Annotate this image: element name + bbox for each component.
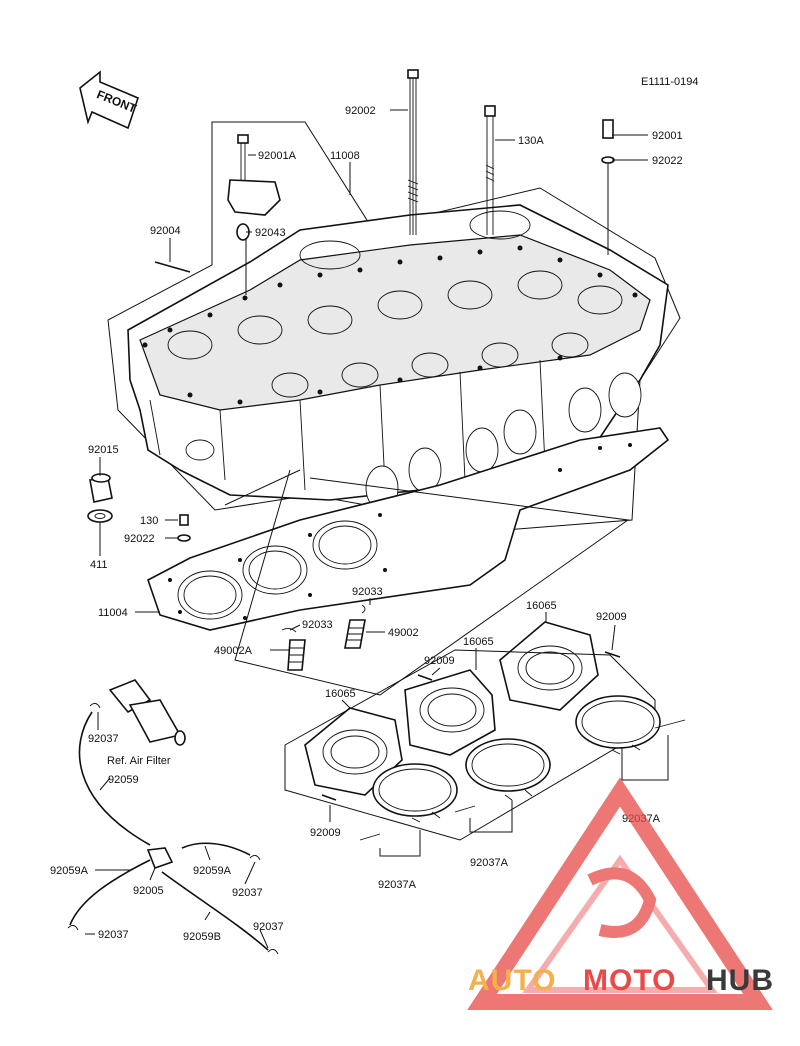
bracket-92037A-b [469, 800, 513, 833]
bolt-92001A [227, 134, 281, 241]
label-92009-c: 92009 [310, 827, 341, 839]
watermark-logo [467, 777, 773, 1010]
part-labels: 92002 130A 92001 92022 92001A 11008 9200… [50, 105, 683, 943]
label-92022-top: 92022 [652, 155, 683, 167]
watermark-moto: MOTO [583, 964, 676, 997]
screw-92009-b [604, 651, 621, 658]
diagram-code: E1111-0194 [641, 76, 699, 88]
cylinder-head [127, 204, 669, 511]
label-92059: 92059 [108, 774, 139, 786]
oil-plug-92015 [87, 473, 113, 523]
clamp-3 [575, 695, 686, 755]
stud-92002 [407, 69, 419, 235]
air-filter-valve [108, 679, 186, 746]
label-11008: 11008 [330, 150, 360, 162]
label-92002: 92002 [345, 105, 376, 117]
gasket-zone-lines [224, 469, 630, 696]
watermark-text: AUTO MOTO HUB [468, 964, 774, 997]
valve-guide-49002A [281, 627, 306, 671]
intake-holder-3 [499, 621, 599, 711]
label-92059A-b: 92059A [193, 865, 232, 877]
label-92037A-b: 92037A [470, 857, 509, 869]
label-92001A: 92001A [258, 150, 297, 162]
label-11004: 11004 [98, 607, 128, 619]
watermark-hub: HUB [706, 964, 774, 997]
valve-guide-49002 [344, 604, 366, 649]
clamp-2 [454, 738, 551, 813]
label-92004: 92004 [150, 225, 181, 237]
bolt-92001 [601, 119, 615, 255]
label-92005: 92005 [133, 885, 164, 897]
label-92009-b: 92009 [596, 611, 627, 623]
label-92037-c: 92037 [253, 921, 284, 933]
label-92015: 92015 [88, 444, 119, 456]
label-130A: 130A [518, 135, 544, 147]
bracket-92037A-a [379, 830, 421, 857]
label-air-filter-ref: Ref. Air Filter [107, 755, 171, 767]
stud-92004 [154, 261, 191, 273]
label-92037A-a: 92037A [378, 879, 417, 891]
label-49002A: 49002A [214, 645, 253, 657]
clamp-1 [359, 763, 458, 841]
screw-92009-a [417, 674, 433, 681]
label-92022-mid: 92022 [124, 533, 155, 545]
label-92037-d: 92037 [98, 929, 129, 941]
clip-icons [67, 703, 279, 955]
intake-holder-2 [404, 669, 496, 756]
label-16065-b: 16065 [463, 636, 494, 648]
label-92059B: 92059B [183, 931, 221, 943]
label-92001: 92001 [652, 130, 683, 142]
label-49002: 49002 [388, 627, 419, 639]
watermark-auto: AUTO [468, 964, 556, 997]
label-92033-b: 92033 [302, 619, 333, 631]
intake-holder-1 [304, 707, 403, 796]
screw-92009-c [321, 794, 337, 801]
joint-92005 [146, 847, 174, 870]
bolt-130A [484, 105, 496, 235]
label-92043: 92043 [255, 227, 286, 239]
label-92037-b: 92037 [232, 887, 263, 899]
front-arrow-icon: FRONT [79, 70, 139, 130]
label-16065-c: 16065 [526, 600, 557, 612]
label-92037-a: 92037 [88, 733, 119, 745]
label-92033-a: 92033 [352, 586, 383, 598]
label-16065-a: 16065 [325, 688, 356, 700]
leader-lines [85, 109, 648, 949]
bracket-92037A-c [621, 735, 669, 781]
bolt-130 [177, 514, 191, 542]
label-92009-a: 92009 [424, 655, 455, 667]
head-gasket [147, 427, 670, 631]
label-92059A-a: 92059A [50, 865, 89, 877]
label-130: 130 [140, 515, 158, 527]
label-411: 411 [90, 559, 108, 571]
